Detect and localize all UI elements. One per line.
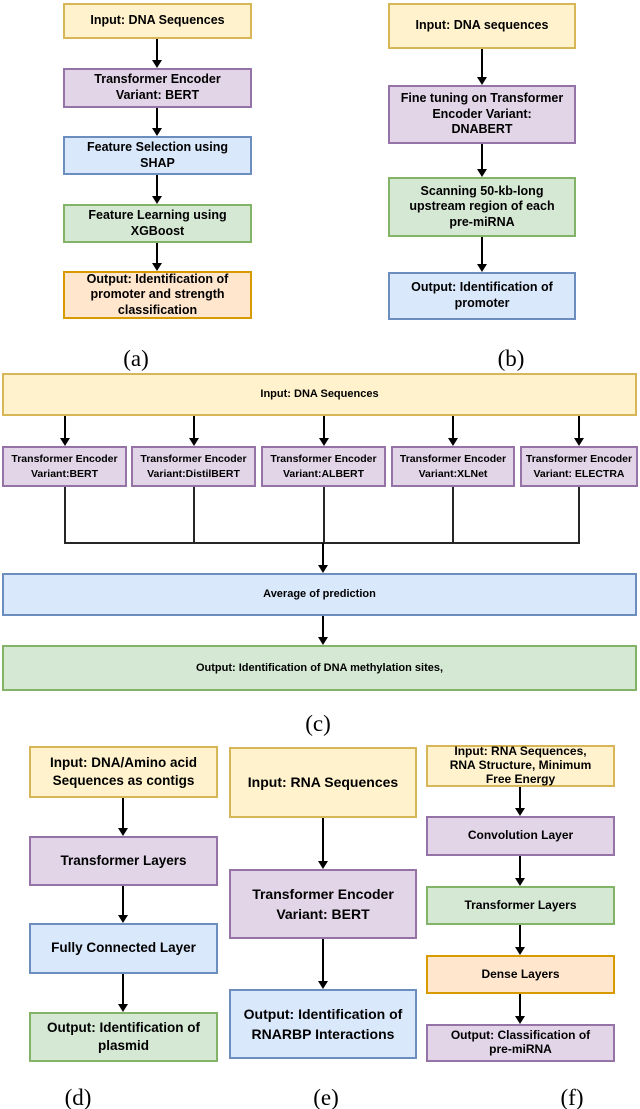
node-e-input: Input: RNA Sequences bbox=[229, 747, 417, 818]
node-label: Dense Layers bbox=[481, 966, 560, 981]
node-label: Output: Identification of promoter and s… bbox=[86, 271, 229, 317]
node-f-dense-layers: Dense Layers bbox=[426, 955, 615, 994]
flow-arrow bbox=[152, 39, 162, 68]
node-f-transformer-layers: Transformer Layers bbox=[426, 886, 615, 925]
flow-arrow bbox=[477, 237, 487, 272]
flow-arrow bbox=[152, 108, 162, 136]
caption-a: (a) bbox=[123, 346, 149, 371]
node-label: Average of prediction bbox=[263, 588, 376, 601]
flow-arrow bbox=[152, 175, 162, 204]
connector-line bbox=[578, 487, 580, 542]
flow-arrow bbox=[189, 416, 199, 446]
node-c-output: Output: Identification of DNA methylatio… bbox=[2, 645, 637, 691]
node-label: Fully Connected Layer bbox=[51, 940, 196, 956]
node-f-input: Input: RNA Sequences, RNA Structure, Min… bbox=[426, 744, 615, 787]
node-d-transformer-layers: Transformer Layers bbox=[29, 836, 218, 886]
flow-arrow bbox=[319, 416, 329, 446]
node-f-convolution-layer: Convolution Layer bbox=[426, 816, 615, 856]
flow-arrow bbox=[515, 925, 525, 955]
flow-arrow bbox=[152, 243, 162, 271]
flow-arrow bbox=[448, 416, 458, 446]
caption-c: (c) bbox=[305, 711, 331, 736]
node-b-scanning: Scanning 50-kb-long upstream region of e… bbox=[388, 177, 576, 237]
node-c-input: Input: DNA Sequences bbox=[2, 373, 637, 416]
node-c-xlnet: Transformer Encoder Variant:XLNet bbox=[391, 446, 515, 487]
connector-line bbox=[452, 487, 454, 542]
node-b-input: Input: DNA sequences bbox=[388, 3, 576, 49]
node-label: Feature Selection using SHAP bbox=[86, 139, 228, 170]
node-a-output: Output: Identification of promoter and s… bbox=[63, 271, 252, 319]
caption-d: (d) bbox=[64, 1085, 92, 1109]
flow-arrow bbox=[318, 616, 328, 645]
node-c-distilbert: Transformer Encoder Variant:DistilBERT bbox=[131, 446, 256, 487]
node-d-fully-connected: Fully Connected Layer bbox=[29, 923, 218, 974]
node-b-fine-tuning-dnabert: Fine tuning on Transformer Encoder Varia… bbox=[388, 85, 576, 144]
node-label: Output: Identification of plasmid bbox=[47, 1019, 200, 1053]
node-e-output: Output: Identification of RNARBP Interac… bbox=[229, 989, 417, 1059]
node-label: Transformer Encoder Variant:XLNet bbox=[399, 453, 507, 480]
node-label: Convolution Layer bbox=[467, 828, 574, 843]
node-c-electra: Transformer Encoder Variant: ELECTRA bbox=[520, 446, 638, 487]
node-c-bert: Transformer Encoder Variant:BERT bbox=[2, 446, 127, 487]
node-a-encoder-bert: Transformer Encoder Variant: BERT bbox=[63, 68, 252, 108]
node-label: Output: Identification of promoter bbox=[411, 280, 553, 310]
flow-arrow bbox=[574, 416, 584, 446]
node-label: Fine tuning on Transformer Encoder Varia… bbox=[400, 91, 564, 137]
node-label: Transformer Layers bbox=[60, 852, 187, 868]
node-label: Input: RNA Sequences bbox=[247, 774, 399, 791]
flow-arrow bbox=[118, 974, 128, 1012]
node-label: Feature Learning using XGBoost bbox=[88, 207, 227, 238]
connector-line bbox=[64, 542, 580, 544]
node-d-output: Output: Identification of plasmid bbox=[29, 1012, 218, 1062]
flow-arrow bbox=[318, 939, 328, 989]
node-label: Output: Classification of pre-miRNA bbox=[450, 1028, 591, 1056]
connector-line bbox=[323, 487, 325, 542]
node-d-input: Input: DNA/Amino acid Sequences as conti… bbox=[29, 746, 218, 798]
flow-arrow bbox=[515, 787, 525, 816]
caption-e: (e) bbox=[313, 1085, 339, 1109]
node-a-feature-selection-shap: Feature Selection using SHAP bbox=[63, 136, 252, 175]
node-label: Transformer Layers bbox=[464, 897, 577, 912]
node-label: Transformer Encoder Variant:DistilBERT bbox=[140, 453, 247, 480]
flow-arrow bbox=[118, 886, 128, 923]
connector-line bbox=[193, 487, 195, 542]
node-label: Input: DNA Sequences bbox=[90, 13, 225, 28]
connector-line bbox=[64, 487, 66, 542]
flow-arrow bbox=[60, 416, 70, 446]
flow-arrow bbox=[515, 994, 525, 1024]
node-c-albert: Transformer Encoder Variant:ALBERT bbox=[261, 446, 386, 487]
node-label: Transformer Encoder Variant: BERT bbox=[252, 885, 394, 922]
node-a-feature-learning-xgboost: Feature Learning using XGBoost bbox=[63, 204, 252, 243]
node-c-average: Average of prediction bbox=[2, 573, 637, 616]
node-label: Output: Identification of RNARBP Interac… bbox=[243, 1005, 403, 1042]
node-label: Transformer Encoder Variant: BERT bbox=[94, 72, 221, 102]
flow-arrow bbox=[318, 818, 328, 869]
node-f-output: Output: Classification of pre-miRNA bbox=[426, 1024, 615, 1062]
node-label: Output: Identification of DNA methylatio… bbox=[195, 661, 444, 674]
node-label: Input: RNA Sequences, RNA Structure, Min… bbox=[449, 744, 592, 786]
node-label: Transformer Encoder Variant:ALBERT bbox=[270, 453, 377, 480]
node-b-output: Output: Identification of promoter bbox=[388, 272, 576, 320]
node-label: Input: DNA sequences bbox=[415, 18, 549, 33]
node-label: Input: DNA/Amino acid Sequences as conti… bbox=[50, 754, 197, 788]
node-e-encoder-bert: Transformer Encoder Variant: BERT bbox=[229, 869, 417, 939]
flow-arrow bbox=[118, 798, 128, 836]
node-label: Transformer Encoder Variant:BERT bbox=[11, 453, 118, 480]
node-label: Input: DNA Sequences bbox=[260, 388, 379, 401]
flow-arrow bbox=[318, 543, 328, 573]
node-a-input: Input: DNA Sequences bbox=[63, 3, 252, 39]
caption-b: (b) bbox=[497, 346, 525, 371]
flow-arrow bbox=[477, 144, 487, 177]
node-label: Scanning 50-kb-long upstream region of e… bbox=[409, 183, 555, 229]
node-label: Transformer Encoder Variant: ELECTRA bbox=[525, 453, 633, 480]
flow-arrow bbox=[477, 49, 487, 85]
flow-arrow bbox=[515, 856, 525, 886]
caption-f: (f) bbox=[560, 1085, 584, 1109]
